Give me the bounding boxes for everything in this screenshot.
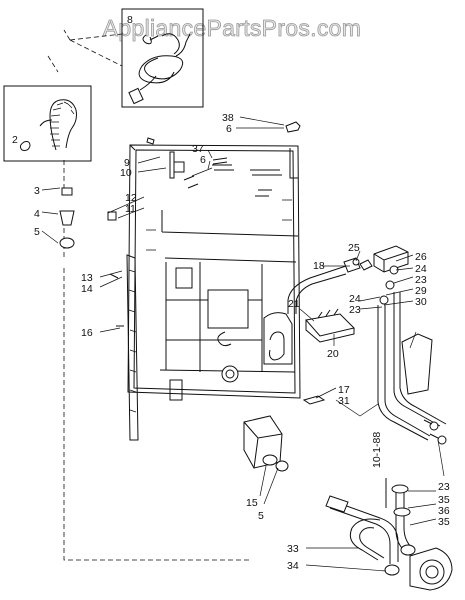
label-4: 4 [34,208,40,220]
label-6: 6 [226,123,232,135]
back-panel [127,144,301,401]
label-9: 9 [124,157,130,169]
label-23: 23 [415,274,427,286]
label-21: 21 [288,298,300,310]
pump-body [409,547,453,591]
watermark-text: AppliancePartsPros.com [103,15,361,41]
label-12: 12 [125,192,137,204]
clip-17 [302,395,326,405]
label-14: 14 [81,283,93,295]
label-30: 30 [415,296,427,308]
label-5: 5 [34,226,40,238]
label-38: 38 [222,112,234,124]
label-2: 2 [12,134,18,146]
fill-hoses [377,292,447,445]
side-rail [126,254,139,441]
part-number-labels: 8 2 38 6 37 6 9 10 3 4 5 12 11 25 26 24 … [12,14,450,572]
drain-hose-assembly [325,478,416,576]
label-23: 23 [349,304,361,316]
label-10: 10 [120,167,132,179]
label-34: 34 [287,560,299,572]
label-13: 13 [81,272,93,284]
label-33: 33 [287,543,299,555]
label-29: 29 [415,285,427,297]
fastener-parts [59,121,301,327]
label-31: 31 [338,395,350,407]
label-26: 26 [415,251,427,263]
label-37: 37 [192,143,204,155]
label-16: 16 [81,327,93,339]
label-20: 20 [327,348,339,360]
pressure-switch-20 [305,308,355,343]
label-25: 25 [348,242,360,254]
label-17: 17 [338,384,350,396]
label-35: 35 [438,494,450,506]
label-23: 23 [438,481,450,493]
label-24: 24 [349,293,361,305]
label-24: 24 [415,263,427,275]
water-inlet-valve [359,245,409,305]
dashed-callout-lines [47,29,252,561]
label-35: 35 [438,516,450,528]
leader-lines [41,116,445,572]
pump-outlet-15 [243,415,289,472]
label-5: 5 [258,510,264,522]
label-15: 15 [246,497,258,509]
label-18: 18 [313,260,325,272]
label-11: 11 [125,203,136,215]
figure-code: 10-1-88 [371,432,383,468]
label-36: 36 [438,505,450,517]
label-3: 3 [34,185,40,197]
label-8: 8 [127,14,133,26]
drain-hose-box [3,85,92,162]
power-cord-box [121,8,204,108]
internal-hose-18 [287,257,361,314]
label-6: 6 [200,154,206,166]
